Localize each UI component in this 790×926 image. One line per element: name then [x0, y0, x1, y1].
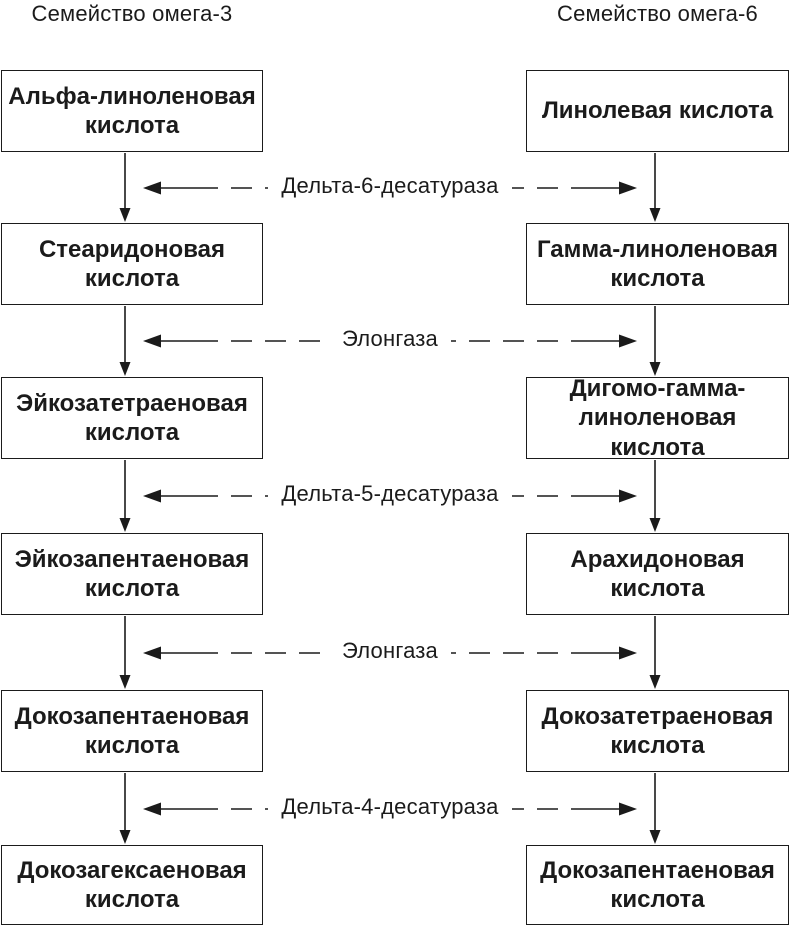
acid-box-omega6-3: Дигомо-гамма-линоленовая кислота	[526, 375, 789, 461]
left-arrowhead-icon	[143, 646, 161, 660]
acid-box-omega6-6: Докозапентаеновая кислота	[526, 845, 789, 925]
down-arrow-icon	[649, 518, 661, 532]
omega3-column-header: Семейство омега-3	[31, 1, 233, 26]
right-arrowhead-icon	[619, 802, 637, 816]
down-arrow-icon	[649, 208, 661, 222]
left-arrowhead-icon	[143, 334, 161, 348]
down-arrow-icon	[119, 362, 131, 376]
down-arrow-icon	[119, 675, 131, 689]
acid-box-omega6-5: Докозатетраеновая кислота	[526, 690, 789, 772]
acid-box-omega6-4: Арахидоновая кислота	[526, 533, 789, 615]
right-arrowhead-icon	[619, 334, 637, 348]
acid-box-omega6-2: Гамма-линоленовая кислота	[526, 223, 789, 305]
down-arrow-icon	[119, 830, 131, 844]
down-arrow-icon	[119, 518, 131, 532]
right-arrowhead-icon	[619, 646, 637, 660]
omega6-column-header: Семейство омега-6	[557, 1, 758, 26]
acid-box-omega6-1: Линолевая кислота	[526, 70, 789, 152]
right-arrowhead-icon	[619, 181, 637, 195]
down-arrow-icon	[649, 675, 661, 689]
acid-box-omega3-2: Стеаридоновая кислота	[1, 223, 263, 305]
left-arrowhead-icon	[143, 489, 161, 503]
down-arrow-icon	[649, 362, 661, 376]
left-arrowhead-icon	[143, 802, 161, 816]
acid-box-omega3-5: Докозапентаеновая кислота	[1, 690, 263, 772]
right-arrowhead-icon	[619, 489, 637, 503]
acid-box-omega3-1: Альфа-линоленовая кислота	[1, 70, 263, 152]
left-arrowhead-icon	[143, 181, 161, 195]
down-arrow-icon	[649, 830, 661, 844]
acid-box-omega3-6: Докозагексаеновая кислота	[1, 845, 263, 925]
acid-box-omega3-4: Эйкозапентаеновая кислота	[1, 533, 263, 615]
acid-box-omega3-3: Эйкозатетраеновая кислота	[1, 377, 263, 459]
down-arrow-icon	[119, 208, 131, 222]
